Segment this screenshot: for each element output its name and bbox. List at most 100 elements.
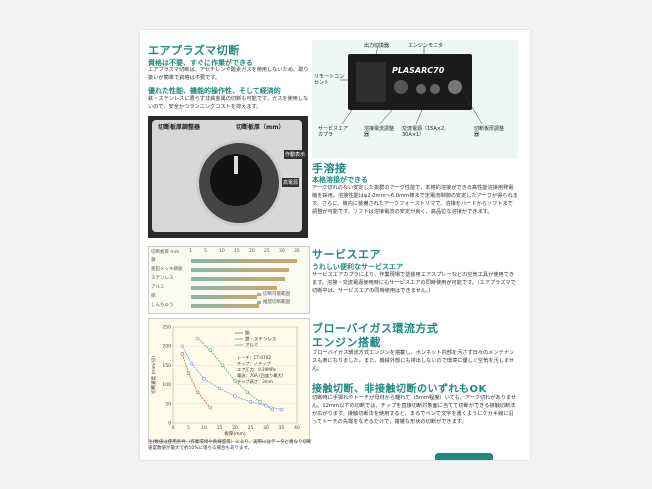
plasma-sub2: 優れた性能、機能的操作性、そして経済的 bbox=[148, 87, 281, 95]
catalog-page: エアプラズマ切断 資格は不要、すぐに作業ができる エアプラズマ切断は、アセチレン… bbox=[140, 30, 530, 460]
condition-text: トーチ：CT-0702 bbox=[237, 355, 271, 360]
thickness-row-bar bbox=[191, 259, 297, 263]
hand-weld-title: 手溶接 bbox=[312, 162, 347, 175]
dial-side-label-2: 高電源 bbox=[282, 178, 300, 187]
condition-text: エア圧力：0.39MPa bbox=[237, 366, 276, 373]
blowby-title-2: エンジン搭載 bbox=[312, 336, 381, 349]
plot-area bbox=[172, 326, 298, 424]
thickness-tick: 20 bbox=[249, 249, 255, 254]
thickness-legend-1: 切断可能範囲 bbox=[263, 292, 290, 297]
contact-cut-body: 切断時に手振れやトーチが母材から離れて（5mm程度）いても、アーク切れがありませ… bbox=[312, 395, 517, 425]
thickness-tick: 5 bbox=[204, 249, 207, 254]
y-tick-label: 200 bbox=[162, 344, 171, 350]
series-point bbox=[208, 348, 212, 352]
control-panel bbox=[356, 62, 386, 102]
legend-swatch-1 bbox=[257, 293, 261, 296]
service-air-sub: うれしい便利なサービスエア bbox=[312, 263, 403, 271]
thickness-row-label: 鉄 bbox=[151, 258, 156, 263]
x-tick-label: 25 bbox=[248, 425, 254, 431]
callout-weld-current: 溶接電流調整器 bbox=[364, 126, 395, 138]
plasma-p1: エアプラズマ切断は、アセチレンや酸素ガスを使用しないため、取り扱いが簡単で資格は… bbox=[148, 67, 309, 81]
thickness-legend-2: 推奨切断範囲 bbox=[263, 300, 290, 305]
dial-header-left: 切断板厚調整器 bbox=[158, 124, 201, 131]
thickness-row-label: アルミ bbox=[151, 285, 165, 290]
plasma-p2: 鉄・ステンレスに限らず非鉄金属の切断も可能です。ガスを使用しないので、安全かつラ… bbox=[148, 96, 309, 110]
y-axis-label: 切断速度 (mm/分) bbox=[150, 356, 157, 394]
brand-label: PLASARC70 bbox=[392, 66, 445, 75]
hand-weld-sub: 本格溶接ができる bbox=[312, 176, 368, 184]
callout-ac-power: 交流電源（15A×2, 30A×1） bbox=[402, 126, 446, 138]
contact-cut-title: 接触切断、非接触切断のいずれもOK bbox=[312, 384, 487, 395]
series-point bbox=[208, 405, 212, 410]
thickness-row-label: しんちゅう bbox=[151, 303, 174, 308]
weld-current-knob[interactable] bbox=[394, 80, 408, 94]
series-point bbox=[233, 379, 237, 383]
series-point bbox=[180, 344, 184, 348]
series-point bbox=[220, 363, 225, 368]
plasma-title: エアプラズマ切断 bbox=[148, 44, 240, 57]
x-axis-label: 板厚(mm) bbox=[224, 430, 246, 437]
y-tick-label: 0 bbox=[168, 421, 171, 427]
blowby-body: ブローバイガス環流方式エンジンを搭載し、ボンネット内部を汚さず日々のメンテナンス… bbox=[312, 350, 515, 372]
thickness-tick: 15 bbox=[234, 249, 240, 254]
series-point bbox=[233, 394, 237, 398]
series-point bbox=[202, 377, 206, 381]
thickness-row-bar bbox=[191, 277, 285, 281]
series-point bbox=[279, 407, 284, 412]
thickness-row-label: 銅 bbox=[151, 294, 156, 299]
x-tick-label: 10 bbox=[201, 425, 207, 431]
dial-side-label-1: 作動表示 bbox=[284, 150, 307, 159]
series-point bbox=[264, 404, 268, 408]
callout-cut-thickness: 切断板厚調整器 bbox=[474, 126, 505, 138]
thickness-header: 切断板厚 mm bbox=[151, 250, 180, 255]
dial-photo: 切断板厚調整器 切断板厚（mm） 作動表示 高電源 bbox=[148, 116, 308, 238]
thickness-row-label: ステンレス bbox=[151, 276, 174, 281]
series-point bbox=[248, 400, 253, 404]
legend-label: 銅 bbox=[245, 330, 250, 337]
series-point bbox=[258, 400, 262, 404]
thickness-row-bar bbox=[191, 295, 257, 299]
plasma-sub1: 資格は不要、すぐに作業ができる bbox=[148, 59, 253, 67]
callout-lines bbox=[340, 45, 483, 125]
thickness-tick: 1 bbox=[189, 249, 192, 254]
series-point bbox=[189, 361, 194, 366]
machine-photo-panel: PLASARC70 出力切換器 エンジンモニタ リモートコンセント サービスエア… bbox=[312, 40, 518, 158]
thickness-tick: 35 bbox=[294, 249, 300, 254]
service-air-title: サービスエア bbox=[312, 248, 381, 261]
x-tick-label: 30 bbox=[263, 425, 269, 431]
condition-text: チップ高さ：3mm bbox=[237, 378, 273, 385]
y-tick-label: 150 bbox=[162, 363, 171, 369]
series-point bbox=[270, 407, 274, 412]
series-point bbox=[196, 390, 200, 394]
series-line bbox=[181, 353, 211, 408]
callout-output-switch: 出力切換器 bbox=[364, 43, 390, 49]
footnote: 注)数値は使用条件（作業環境や熱練度等）により、実際にはデータと異なり切断速度数… bbox=[148, 440, 312, 451]
machine-photo: PLASARC70 bbox=[348, 54, 472, 110]
hand-weld-body: アーク切れのない安定した抜群のアーク性能で、本格的溶接ができる高性能溶接用発電機… bbox=[312, 185, 518, 215]
blowby-title-1: ブローバイガス環流方式 bbox=[312, 322, 439, 335]
thickness-row-bar bbox=[191, 268, 289, 272]
callout-engine-monitor: エンジンモニタ bbox=[408, 43, 444, 49]
condition-text: 電流：70A (目盛り最大) bbox=[237, 372, 284, 379]
x-tick-label: 15 bbox=[217, 425, 223, 431]
callout-remote-outlet: リモートコンセント bbox=[314, 74, 345, 86]
series-point bbox=[186, 371, 191, 375]
thickness-tick: 10 bbox=[219, 249, 225, 254]
dial-header-right: 切断板厚（mm） bbox=[236, 124, 285, 131]
thickness-row-label: 亜鉛メッキ鋼板 bbox=[151, 267, 183, 272]
thickness-row-bar bbox=[191, 304, 259, 308]
thickness-tick: 30 bbox=[279, 249, 285, 254]
outlet-2 bbox=[430, 84, 440, 94]
service-air-body: サービスエアカプラにより、作業現場で塗装用エアスプレーなどの空気工具が使用できま… bbox=[312, 272, 516, 294]
thickness-tick: 25 bbox=[264, 249, 270, 254]
series-line bbox=[181, 346, 282, 410]
cut-thickness-knob[interactable] bbox=[448, 80, 462, 94]
thickness-row-bar bbox=[191, 286, 277, 290]
y-tick-label: 250 bbox=[162, 325, 171, 331]
condition-text: チップ：ノチップ bbox=[237, 361, 271, 367]
x-tick-label: 35 bbox=[279, 425, 285, 431]
x-tick-label: 20 bbox=[232, 425, 238, 431]
